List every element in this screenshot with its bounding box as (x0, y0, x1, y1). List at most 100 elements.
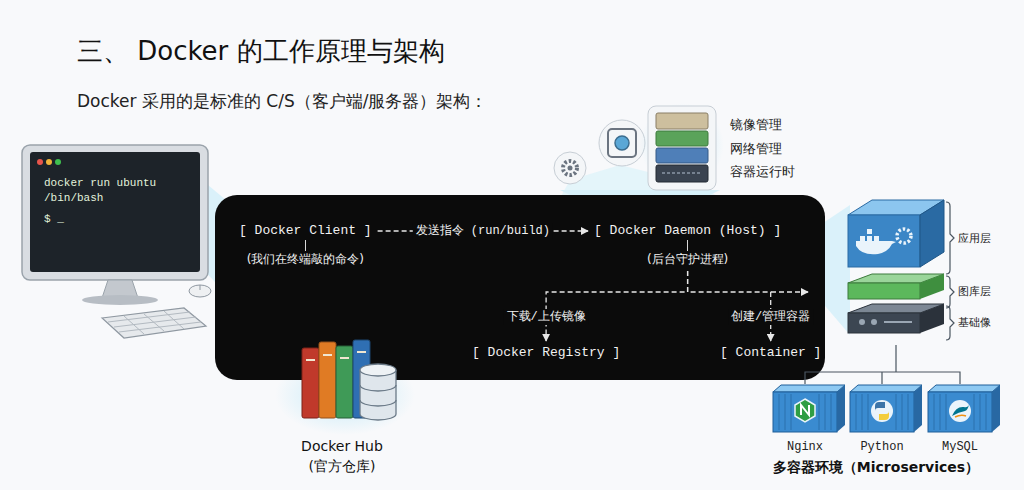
container-blocks (850, 392, 914, 432)
stem-line (687, 240, 688, 251)
registry-note: (官方仓库) (309, 457, 376, 475)
layer-brackets (946, 276, 954, 308)
daemon-icons (568, 166, 573, 171)
terminal-command: docker run ubuntu /bin/bash (44, 176, 166, 206)
docker-hub-books (360, 370, 396, 420)
container-blocks (955, 415, 966, 417)
daemon-icons (656, 131, 708, 146)
daemon-icons (554, 152, 586, 184)
image-layer-cube (897, 229, 911, 243)
terminal-prompt: $ _ (44, 212, 64, 226)
mouse (200, 285, 201, 290)
computer-monitor (55, 159, 61, 165)
image-layer-cube (848, 215, 920, 267)
container-blocks (934, 394, 986, 430)
docker-hub-books (319, 342, 336, 418)
container-blocks (992, 385, 1000, 432)
box-note: (我们在终端敲的命令) (239, 251, 372, 268)
container-blocks (949, 400, 971, 422)
container-blocks (928, 385, 1000, 432)
daemon-icons (599, 120, 645, 166)
container-name: MySQL (942, 439, 978, 455)
box-heading: [ Container ] (720, 344, 821, 362)
computer-monitor (82, 295, 158, 305)
container-blocks (779, 394, 831, 430)
image-layer-cube (920, 200, 944, 267)
daemon-icons (563, 161, 577, 175)
daemon-icons (662, 172, 700, 174)
image-layer-cube (848, 200, 944, 333)
fan-out-lines (805, 345, 960, 384)
computer-monitor (22, 145, 208, 280)
docker-hub-books (302, 348, 319, 418)
image-layer-cube (884, 321, 912, 323)
registry-name: Docker Hub (301, 437, 383, 455)
connector-label: 创建/管理容器 (728, 309, 813, 325)
container-blocks (850, 385, 922, 432)
ascii-box: [ Docker Daemon (Host) ] (后台守护进程) (592, 222, 783, 268)
image-layer-cube (874, 236, 879, 241)
container-blocks (773, 392, 837, 432)
daemon-icons (554, 103, 724, 190)
image-layer-cube (920, 274, 944, 299)
layer-label: 应用层 (958, 232, 991, 246)
docker-hub-books (306, 352, 366, 360)
container-blocks (856, 394, 908, 430)
mouse (189, 285, 211, 297)
daemon-icons (656, 148, 708, 163)
container-blocks (795, 399, 815, 422)
daemon-function: 网络管理 (730, 140, 782, 157)
black-panel (771, 291, 808, 292)
box-heading: [ Docker Daemon (Host) ] (594, 222, 781, 240)
container-name: Python (860, 439, 903, 455)
connector-label: 下载/上传镜像 (504, 309, 589, 325)
docker-hub-books (302, 340, 396, 420)
docker-hub-books (360, 364, 396, 376)
container-blocks (850, 385, 922, 392)
layer-label: 基础像 (958, 316, 991, 330)
keyboard (102, 308, 206, 338)
container-blocks (773, 385, 845, 392)
container-blocks (928, 385, 1000, 392)
container-blocks (914, 385, 922, 432)
container-blocks (879, 411, 889, 420)
container-blocks (837, 385, 845, 432)
keyboard (102, 308, 206, 338)
dashed-connector (546, 271, 688, 341)
computer-monitor (37, 159, 43, 165)
group-caption: 多容器环境（Microservices） (773, 458, 979, 476)
daemon-icons (656, 165, 708, 182)
stem-line (305, 240, 306, 251)
box-note: (后台守护进程) (594, 251, 781, 268)
dashed-connector (688, 271, 771, 341)
image-layer-cube (859, 319, 865, 325)
layer-brackets (946, 306, 954, 340)
ascii-box: [ Docker Client ](我们在终端敲的命令) (237, 222, 374, 268)
keyboard (124, 311, 184, 334)
docker-hub-books (360, 385, 396, 406)
image-layer-cube (848, 313, 920, 333)
fan-out-lines (805, 345, 960, 384)
container-blocks (952, 404, 969, 416)
mouse (189, 285, 211, 297)
glow-beams (196, 165, 850, 435)
computer-monitor (46, 159, 52, 165)
daemon-icons (608, 129, 636, 157)
container-blocks (801, 405, 809, 415)
image-layer-cube (867, 236, 872, 241)
container-blocks (773, 385, 845, 432)
container-blocks (773, 385, 1000, 432)
layer-brackets (946, 202, 954, 274)
ascii-box: [ Docker Registry ] (470, 344, 622, 362)
docker-hub-books (336, 346, 353, 418)
keyboard (108, 312, 201, 332)
layer-label: 图库层 (958, 285, 991, 299)
daemon-icons (615, 136, 629, 150)
container-blocks (871, 400, 893, 422)
container-name: Nginx (787, 439, 823, 455)
daemon-icons (656, 113, 708, 129)
daemon-icons (648, 106, 716, 190)
image-layer-cube (856, 241, 896, 254)
